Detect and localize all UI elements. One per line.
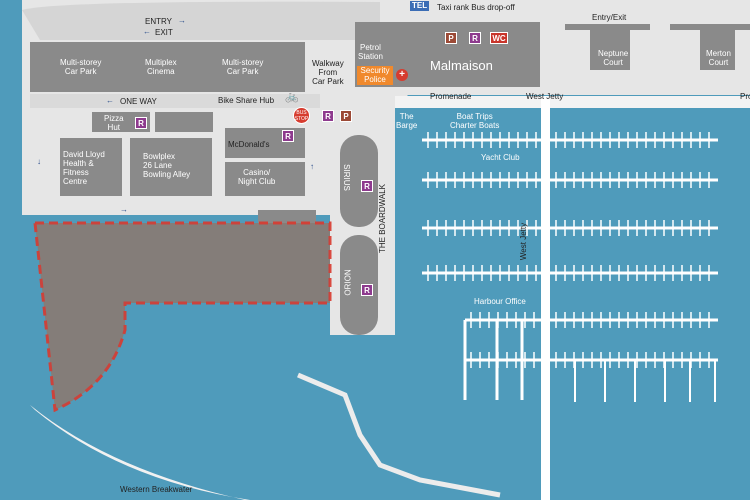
west-jetty: [541, 96, 550, 500]
top-road: [22, 1, 380, 40]
right-arrow-icon: →: [120, 205, 128, 214]
parking-p-marker: P: [340, 110, 352, 122]
wc-marker: WC: [490, 32, 508, 44]
parking-r-marker: R: [469, 32, 481, 44]
west-jetty-top-label: West Jetty: [526, 92, 564, 101]
casino-building: [225, 162, 305, 196]
orion-label: ORION: [343, 269, 353, 296]
neptune-court-building: [565, 24, 650, 70]
pontoons: [422, 132, 718, 402]
bicycle-icon: 🚲: [285, 91, 299, 103]
taxi-rank-label: Taxi rank Bus drop-off: [437, 3, 515, 12]
boardwalk-label: THE BOARDWALK: [378, 183, 388, 254]
parking-r-marker: R: [322, 110, 334, 122]
parking-p-marker: P: [445, 32, 457, 44]
orion-building: [340, 235, 378, 335]
bike-share-label: Bike Share Hub: [218, 96, 275, 105]
entry-label: ENTRY: [145, 17, 172, 26]
one-way-road: [30, 94, 320, 108]
one-way-label: ONE WAY: [120, 97, 157, 106]
parking-r-marker: R: [361, 284, 373, 296]
bowlplex-building: [130, 138, 212, 196]
exit-arrow-icon: ←: [143, 27, 151, 36]
david-lloyd-building: [60, 138, 122, 196]
promenade: [395, 96, 750, 108]
entry-exit-label: Entry/Exit: [592, 13, 627, 22]
highlighted-zone: [33, 221, 332, 413]
sirius-label: SIRIUS: [341, 164, 351, 191]
up-arrow-icon: ↑: [310, 162, 314, 171]
merton-court-building: [670, 24, 750, 70]
malmaison-label: Malmaison: [430, 58, 493, 73]
building-block: [155, 112, 213, 132]
parking-r-marker: R: [361, 180, 373, 192]
parking-r-marker: R: [135, 117, 147, 129]
breakwater-pier: [297, 372, 501, 498]
down-arrow-icon: ↓: [37, 157, 41, 166]
promenade-label: Promenade: [430, 92, 472, 101]
harbour-office-label: Harbour Office: [474, 297, 526, 306]
west-jetty-vertical-label: West Jetty: [519, 222, 529, 261]
entry-arrow-icon: →: [178, 16, 186, 25]
yacht-club-label: Yacht Club: [481, 153, 520, 162]
exit-label: EXIT: [155, 28, 173, 37]
promenade-cut-label: Pro: [740, 92, 750, 101]
one-way-arrow-icon: ←: [106, 96, 114, 105]
western-breakwater-label: Western Breakwater: [120, 485, 193, 494]
first-aid-icon: +: [396, 69, 408, 81]
car-park-block: [30, 42, 305, 92]
sirius-building: [340, 135, 378, 227]
parking-r-marker: R: [282, 130, 294, 142]
building-block: [258, 210, 316, 224]
mcdonalds-label: McDonald's: [228, 140, 270, 149]
casino-label: Casino/Night Club: [238, 168, 276, 186]
tel-badge: TEL: [410, 1, 430, 11]
